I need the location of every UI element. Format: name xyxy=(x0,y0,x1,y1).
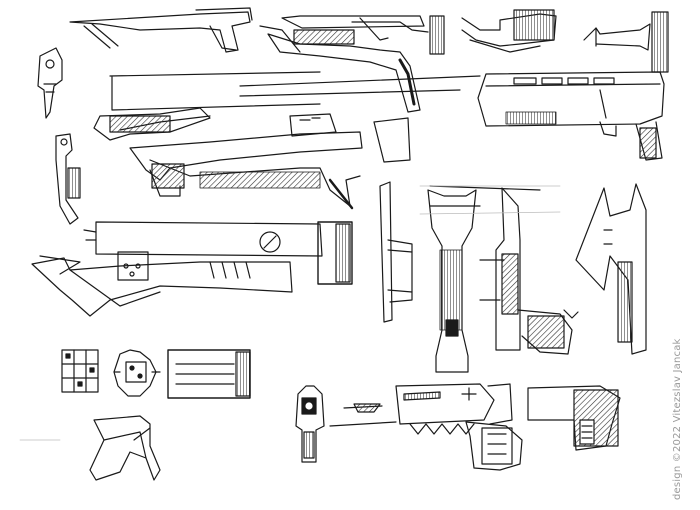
sketch-sight-left xyxy=(37,47,63,119)
sketch-scope-vertical xyxy=(55,133,81,225)
sketch-folded-stock xyxy=(89,415,161,481)
sketch-panel-lines xyxy=(109,71,321,111)
sketch-construction-lines xyxy=(19,185,561,441)
sketch-rifle-long-scoped xyxy=(31,221,353,317)
sketch-module-panel xyxy=(167,349,251,399)
sketch-pistol-bottom xyxy=(329,383,621,471)
sketch-rifle-vertical-center xyxy=(379,181,579,373)
sketch-blade-right xyxy=(575,183,647,355)
sketch-front-view xyxy=(295,385,325,463)
sketch-stock-top xyxy=(461,9,557,53)
sketch-rifle-top-left xyxy=(69,7,253,53)
sketch-rifle-middle-left xyxy=(93,107,411,210)
sketch-guide-lines xyxy=(239,75,481,97)
sketch-flag-top-right xyxy=(583,11,669,73)
sketch-rifle-body-right xyxy=(477,71,665,161)
sketch-module-mount xyxy=(113,349,161,397)
sketch-module-grid xyxy=(61,349,99,393)
credit-watermark: design ©2022 Vitezslav Jancak xyxy=(672,338,683,500)
sketch-rifle-top-center xyxy=(259,15,445,113)
